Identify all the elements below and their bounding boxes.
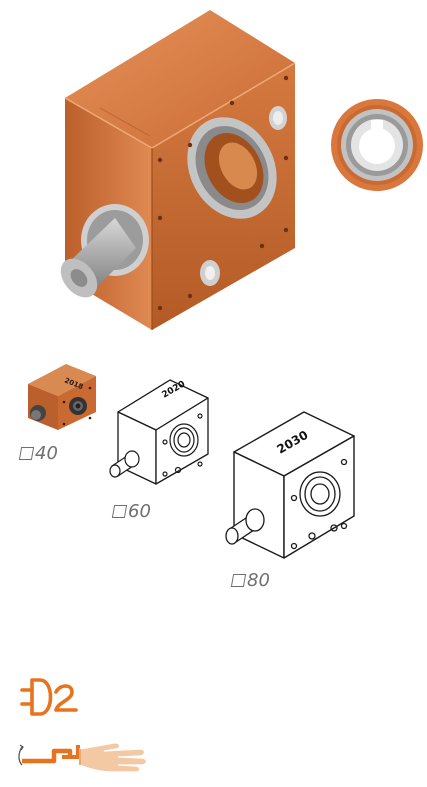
size-value-60: 60 bbox=[128, 501, 151, 522]
gearbox-size-60-icon: 2020 bbox=[109, 379, 209, 485]
size-value-40: 40 bbox=[35, 443, 58, 464]
gearbox-size-40-image: 2018 bbox=[24, 362, 100, 432]
size-label-40: 40 bbox=[18, 443, 58, 464]
square-size-icon bbox=[111, 505, 128, 518]
gearbox-size-80-image: 2030 bbox=[222, 408, 362, 564]
manual-drive-hand-icon bbox=[18, 742, 148, 773]
motor-connection-icon bbox=[20, 678, 78, 716]
square-size-icon bbox=[230, 574, 247, 587]
size-label-80: 80 bbox=[230, 570, 270, 591]
size-label-60: 60 bbox=[111, 501, 151, 522]
orange-gearbox-icon bbox=[60, 10, 296, 330]
gearbox-size-60-image: 2020 bbox=[108, 372, 212, 490]
keyed-bushing-icon bbox=[331, 99, 423, 191]
square-size-icon bbox=[18, 447, 35, 460]
motor-connection-feature bbox=[20, 676, 90, 720]
main-gearbox-image bbox=[40, 8, 310, 333]
gearbox-size-80-icon: 2030 bbox=[225, 411, 355, 559]
gearbox-size-40-icon: 2018 bbox=[28, 364, 96, 430]
manual-drive-feature bbox=[18, 735, 148, 775]
size-value-80: 80 bbox=[247, 570, 270, 591]
keyed-bushing-image bbox=[330, 98, 424, 192]
